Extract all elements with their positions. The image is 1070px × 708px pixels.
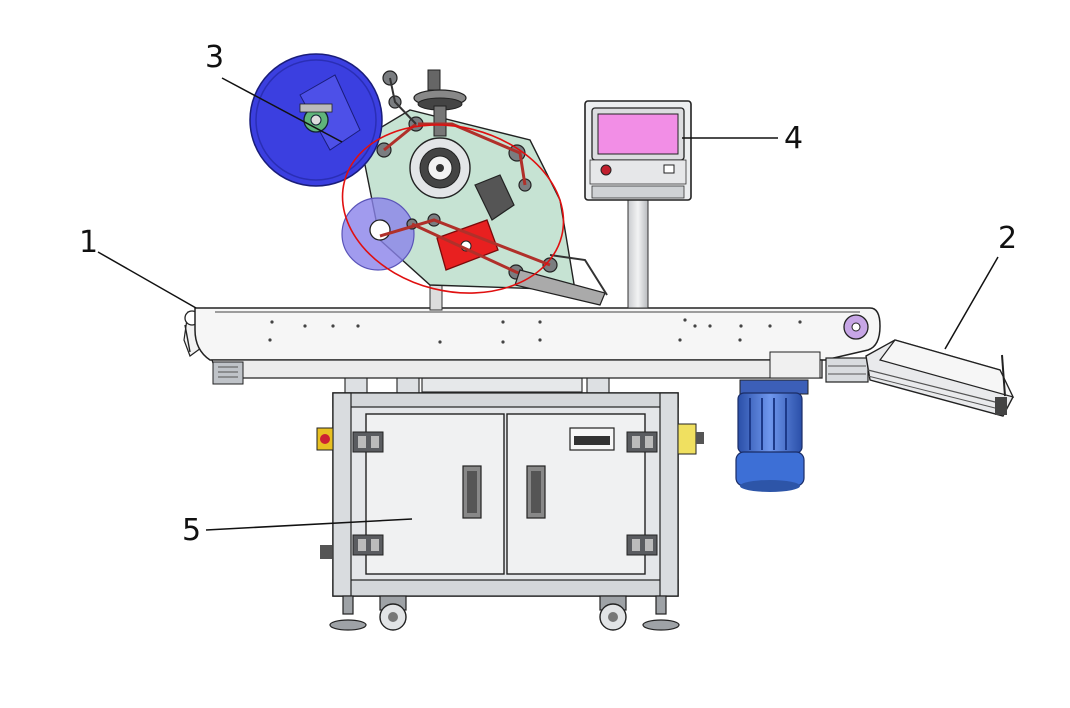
leader-line-2 — [944, 256, 999, 350]
leader-line-3 — [221, 77, 343, 143]
cabinet-door-left — [365, 413, 505, 575]
hmi-screen — [597, 113, 679, 155]
callout-1: 1 — [79, 225, 98, 260]
leader-line-1 — [97, 251, 197, 309]
conveyor-motor — [735, 379, 809, 492]
callout-3: 3 — [205, 40, 224, 75]
callout-2: 2 — [998, 221, 1017, 256]
touch-screen-panel — [584, 100, 692, 309]
cabinet — [316, 356, 704, 631]
conveyor — [183, 307, 881, 385]
callout-5: 5 — [182, 513, 201, 548]
highlight-ellipse — [341, 124, 565, 294]
labeling-head — [249, 53, 608, 311]
collection-tray — [865, 339, 1015, 417]
leader-line-5 — [205, 518, 413, 531]
callout-4: 4 — [784, 121, 803, 156]
